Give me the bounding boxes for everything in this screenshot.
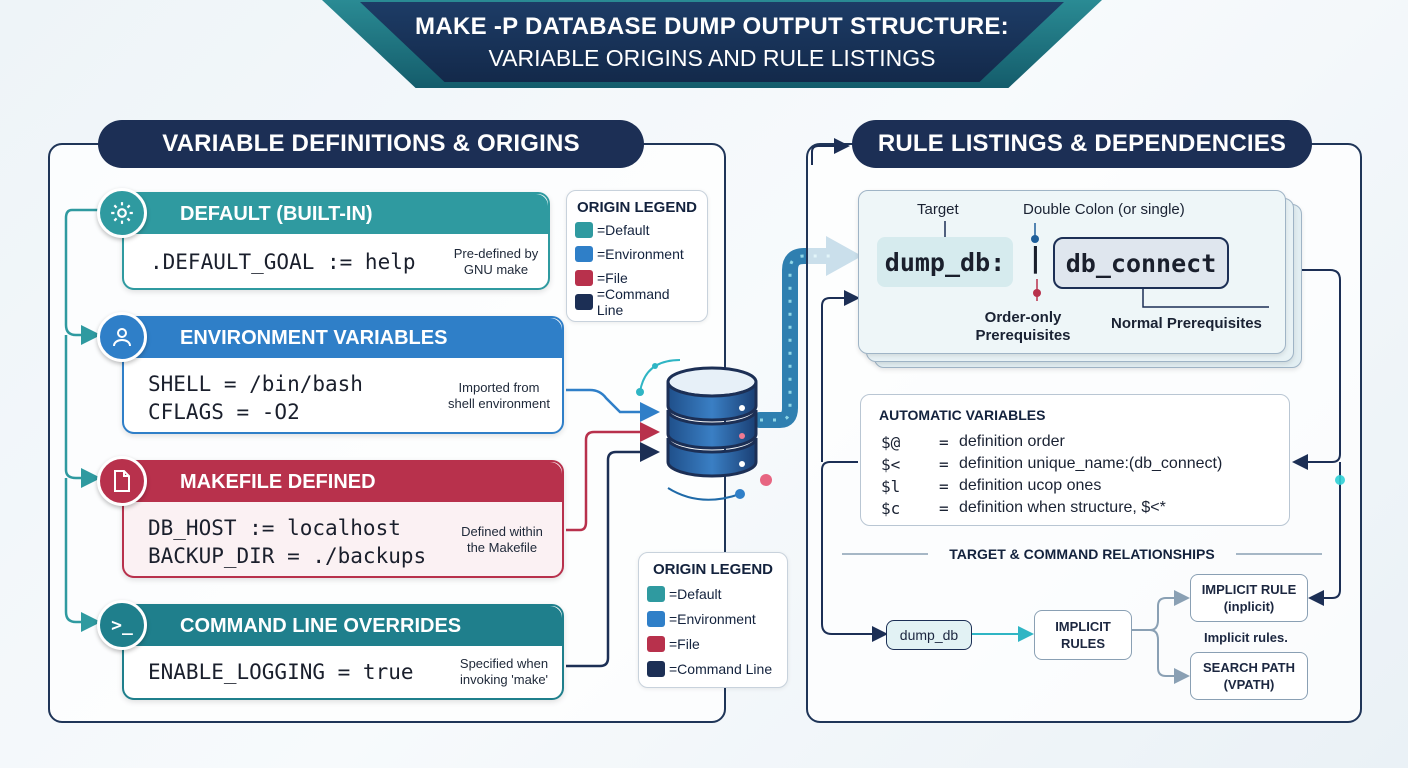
variables-panel-header: VARIABLE DEFINITIONS & ORIGINS	[98, 120, 644, 168]
order-only-label-line-1: Order-only	[984, 309, 1062, 326]
default-code-line: .DEFAULT_GOAL := help	[150, 250, 416, 274]
command-line-code-line: ENABLE_LOGGING = true	[148, 660, 414, 684]
legend-bottom-command-line: =Command Line	[647, 656, 779, 681]
prereq-box: db_connect	[1053, 237, 1229, 289]
auto-var-2: $<	[881, 455, 901, 474]
target-name: dump_db:	[884, 247, 1006, 277]
command-line-note: Specified when invoking 'make'	[448, 656, 560, 688]
automatic-variables-title: AUTOMATIC VARIABLES	[879, 407, 1046, 423]
environment-card: ENVIRONMENT VARIABLES SHELL = /bin/bash …	[122, 316, 564, 434]
default-card: DEFAULT (BUILT-IN) .DEFAULT_GOAL := help…	[122, 192, 550, 290]
search-path-line-2: (VPATH)	[1223, 677, 1275, 692]
makefile-code-line-1: DB_HOST := localhost	[148, 516, 401, 540]
environment-code-line-2: CFLAGS = -O2	[148, 400, 300, 424]
title-line-2: VARIABLE ORIGINS AND RULE LISTINGS	[488, 44, 936, 71]
origin-legend-top: ORIGIN LEGEND =Default =Environment =Fil…	[566, 190, 708, 322]
default-note-line-1: Pre-defined by	[453, 246, 539, 261]
legend-top-default: =Default	[575, 218, 699, 242]
environment-card-header: ENVIRONMENT VARIABLES	[124, 318, 562, 358]
default-card-header: DEFAULT (BUILT-IN)	[124, 194, 548, 234]
prereq-name: db_connect	[1065, 248, 1217, 278]
gear-icon	[97, 188, 147, 238]
target-box: dump_db:	[877, 237, 1013, 287]
database-icon	[666, 366, 758, 478]
implicit-rules-node: IMPLICIT RULES	[1034, 610, 1132, 660]
user-icon	[97, 312, 147, 362]
auto-var-1-eq: =	[939, 433, 949, 452]
command-line-note-line-1: Specified when	[459, 656, 549, 671]
makefile-note-line-2: the Makefile	[466, 540, 538, 555]
order-only-separator: |	[1027, 241, 1044, 274]
rules-panel-header: RULE LISTINGS & DEPENDENCIES	[852, 120, 1312, 168]
environment-note-line-1: Imported from	[458, 380, 540, 395]
implicit-rules-line-2: RULES	[1060, 636, 1106, 651]
environment-note-line-2: shell environment	[448, 396, 550, 411]
auto-var-2-def: definition unique_name:(db_connect)	[959, 455, 1223, 472]
legend-bottom-file: =File	[647, 631, 779, 656]
environment-card-label: ENVIRONMENT VARIABLES	[180, 326, 448, 349]
default-note-line-2: GNU make	[463, 262, 529, 277]
makefile-code-line-2: BACKUP_DIR = ./backups	[148, 544, 427, 568]
normal-prereq-label: Normal Prerequisites	[1111, 315, 1262, 332]
auto-var-3-eq: =	[939, 477, 949, 496]
implicit-rule-line-2: (inplicit)	[1223, 599, 1275, 614]
implicit-rules-caption: Implicit rules.	[1204, 630, 1288, 645]
command-line-card: COMMAND LINE OVERRIDES ENABLE_LOGGING = …	[122, 604, 564, 700]
command-line-note-line-2: invoking 'make'	[459, 672, 549, 687]
relationships-title: TARGET & COMMAND RELATIONSHIPS	[949, 546, 1215, 562]
command-line-card-header: COMMAND LINE OVERRIDES	[124, 606, 562, 646]
automatic-variables-box: AUTOMATIC VARIABLES $@ = definition orde…	[860, 394, 1290, 526]
order-only-label: Order-only Prerequisites	[963, 309, 1083, 345]
terminal-icon: >_	[97, 600, 147, 650]
auto-var-1-def: definition order	[959, 433, 1065, 450]
makefile-note: Defined within the Makefile	[450, 524, 554, 556]
legend-bottom-title: ORIGIN LEGEND	[652, 561, 773, 578]
implicit-rule-line-1: IMPLICIT RULE	[1201, 582, 1297, 597]
legend-bottom-environment: =Environment	[647, 606, 779, 631]
origin-legend-bottom: ORIGIN LEGEND =Default =Environment =Fil…	[638, 552, 788, 688]
default-card-label: DEFAULT (BUILT-IN)	[180, 202, 373, 225]
dump-db-node: dump_db	[886, 620, 972, 650]
search-path-node: SEARCH PATH (VPATH)	[1190, 652, 1308, 700]
legend-top-environment: =Environment	[575, 242, 699, 266]
legend-top-file: =File	[575, 266, 699, 290]
environment-note: Imported from shell environment	[438, 380, 560, 412]
search-path-line-1: SEARCH PATH	[1203, 660, 1295, 675]
auto-var-4: $c	[881, 499, 901, 518]
environment-code-line-1: SHELL = /bin/bash	[148, 372, 363, 396]
command-line-card-label: COMMAND LINE OVERRIDES	[180, 614, 462, 637]
makefile-card-label: MAKEFILE DEFINED	[180, 470, 376, 493]
auto-var-4-eq: =	[939, 499, 949, 518]
auto-var-2-eq: =	[939, 455, 949, 474]
title-line-1: MAKE -P DATABASE DUMP OUTPUT STRUCTURE:	[415, 12, 1009, 40]
auto-var-3-def: definition ucop ones	[959, 477, 1102, 494]
dump-db-node-label: dump_db	[899, 626, 959, 643]
double-colon-label: Double Colon (or single)	[1023, 201, 1185, 218]
implicit-rule-node: IMPLICIT RULE (inplicit)	[1190, 574, 1308, 622]
makefile-note-line-1: Defined within	[461, 524, 543, 539]
legend-bottom-default: =Default	[647, 581, 779, 606]
rule-card: Target Double Colon (or single) dump_db:…	[858, 190, 1286, 354]
auto-var-1: $@	[881, 433, 901, 452]
makefile-card: MAKEFILE DEFINED DB_HOST := localhost BA…	[122, 460, 564, 578]
legend-top-title: ORIGIN LEGEND	[576, 199, 697, 216]
auto-var-4-def: definition when structure, $<*	[959, 499, 1166, 516]
order-only-label-line-2: Prerequisites	[975, 327, 1071, 344]
rule-callouts	[944, 221, 1269, 308]
implicit-rules-line-1: IMPLICIT	[1055, 619, 1111, 634]
file-icon	[97, 456, 147, 506]
default-note: Pre-defined by GNU make	[446, 246, 546, 278]
auto-var-3: $l	[881, 477, 901, 496]
target-label: Target	[917, 201, 959, 218]
legend-top-command-line: =Command Line	[575, 286, 699, 318]
title-box: MAKE -P DATABASE DUMP OUTPUT STRUCTURE: …	[360, 2, 1064, 82]
makefile-card-header: MAKEFILE DEFINED	[124, 462, 562, 502]
